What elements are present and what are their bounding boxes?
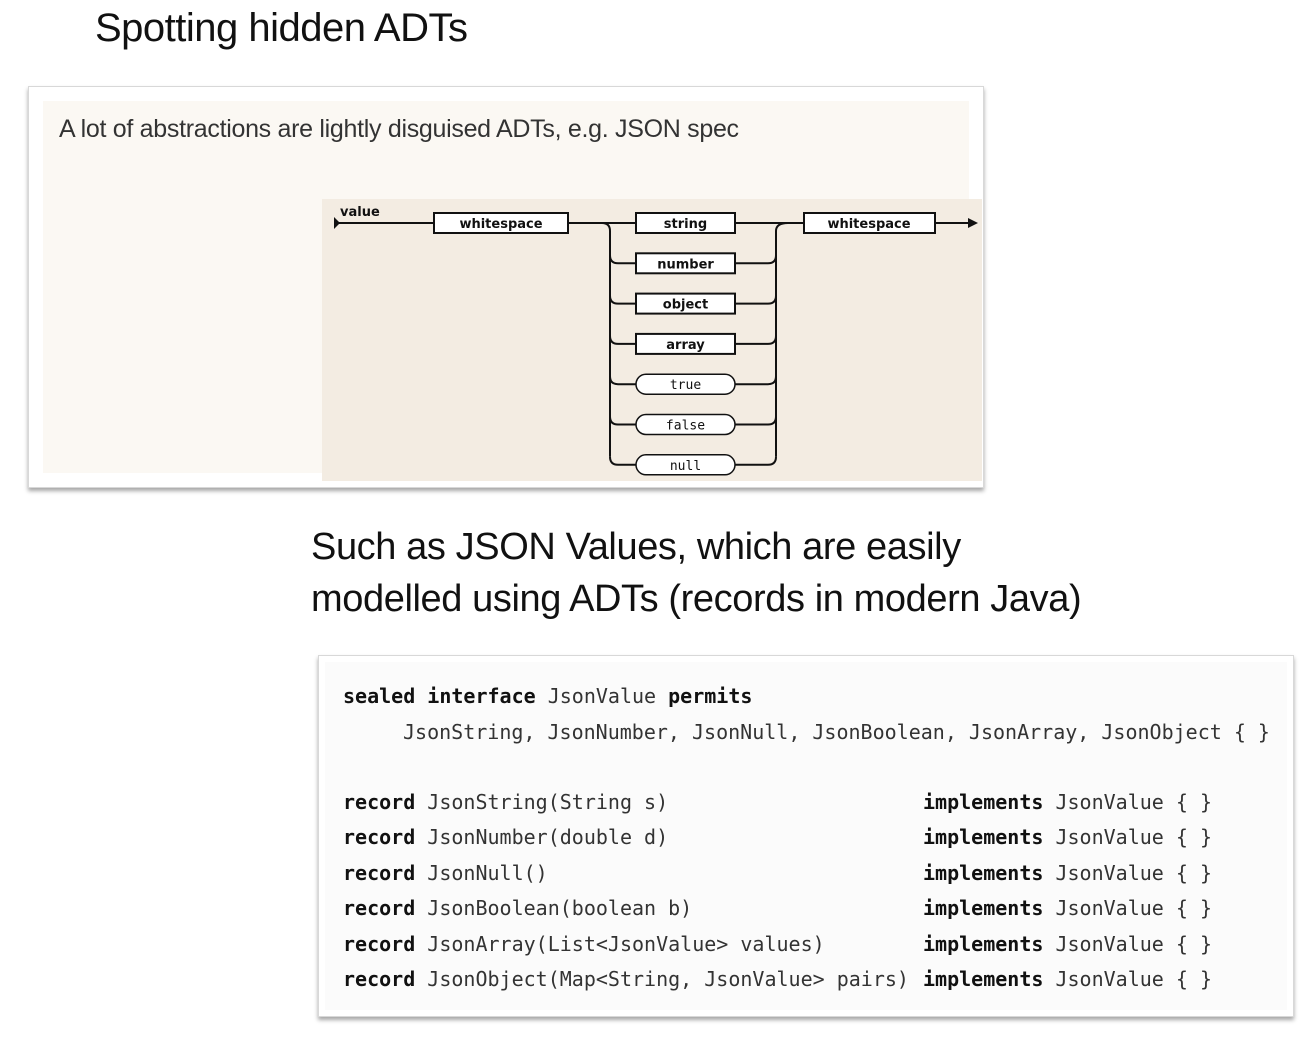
grammar-caption: A lot of abstractions are lightly disgui… <box>59 115 739 143</box>
code-line-interface: sealed interface JsonValue permits <box>343 684 752 708</box>
code-line-permits-list: JsonString, JsonNumber, JsonNull, JsonBo… <box>403 720 1270 744</box>
entry-label: value <box>340 205 380 220</box>
record-signature: JsonString(String s) <box>427 790 669 814</box>
branch-in-track <box>609 295 636 305</box>
keyword-record: record <box>343 967 416 991</box>
implements-target: JsonValue { } <box>1055 896 1213 921</box>
record-implements-clause: implements JsonValue { } <box>923 932 1212 956</box>
exit-arrow-icon <box>968 218 978 228</box>
code-line-record: record JsonArray(List<JsonValue> values) <box>343 932 825 956</box>
java-code-panel-inner: sealed interface JsonValue permits JsonS… <box>325 662 1287 1010</box>
code-line-record: record JsonNull() <box>343 861 548 885</box>
fork-rail <box>601 222 611 457</box>
implements-target: JsonValue { } <box>1055 790 1213 814</box>
leading-whitespace-label: whitespace <box>459 217 542 232</box>
branch-in-track <box>609 376 636 386</box>
record-signature: JsonNumber(double d) <box>427 825 669 850</box>
branch-in-track <box>609 416 636 426</box>
keyword-record: record <box>343 825 416 850</box>
keyword-implements: implements <box>923 825 1044 850</box>
record-implements-clause: implements JsonValue { } <box>923 967 1212 991</box>
branch-in-track <box>609 335 636 345</box>
rule-node-string <box>635 212 736 234</box>
slide-subtitle: Such as JSON Values, which are easily mo… <box>311 521 1082 625</box>
implements-target: JsonValue { } <box>1055 860 1213 885</box>
keyword-permits: permits <box>668 684 753 708</box>
keyword-record: record <box>343 931 416 956</box>
literal-node-true <box>635 373 736 395</box>
record-signature: JsonNull() <box>427 860 548 885</box>
branch-in-track <box>609 255 636 265</box>
code-line-record: record JsonBoolean(boolean b) <box>343 896 692 920</box>
keyword-implements: implements <box>923 896 1044 921</box>
alternative-label: array <box>666 338 705 353</box>
branch-out-track <box>735 335 777 345</box>
branch-out-track <box>735 255 777 265</box>
interface-name: JsonValue <box>547 684 657 708</box>
keyword-implements: implements <box>923 860 1044 885</box>
rule-node-object <box>635 292 736 315</box>
keyword-record: record <box>343 860 416 885</box>
alternative-label: string <box>664 217 707 232</box>
slide-title: Spotting hidden ADTs <box>95 6 468 50</box>
subtitle-line-2: modelled using ADTs (records in modern J… <box>311 578 1082 620</box>
record-signature: JsonBoolean(boolean b) <box>427 896 693 921</box>
branch-out-track <box>735 376 777 386</box>
json-grammar-panel: A lot of abstractions are lightly disgui… <box>28 86 984 488</box>
record-implements-clause: implements JsonValue { } <box>923 825 1212 849</box>
rule-node-number <box>635 252 736 275</box>
record-signature: JsonObject(Map<String, JsonValue> pairs) <box>427 967 909 991</box>
record-implements-clause: implements JsonValue { } <box>923 896 1212 920</box>
record-implements-clause: implements JsonValue { } <box>923 790 1212 814</box>
code-line-record: record JsonObject(Map<String, JsonValue>… <box>343 967 909 991</box>
railroad-diagram: value whitespace string number object array tr… <box>322 199 982 481</box>
branch-out-track <box>735 416 777 426</box>
implements-target: JsonValue { } <box>1055 825 1213 850</box>
keyword-record: record <box>343 896 416 921</box>
alternative-label: object <box>663 298 708 313</box>
alternative-label: true <box>670 378 701 393</box>
subtitle-line-1: Such as JSON Values, which are easily <box>311 526 961 568</box>
literal-node-false <box>635 413 736 436</box>
record-implements-clause: implements JsonValue { } <box>923 861 1212 885</box>
branch-out-track <box>735 295 777 305</box>
keyword-interface: interface <box>427 684 536 708</box>
code-line-record: record JsonString(String s) <box>343 790 668 814</box>
alternative-label: null <box>670 459 701 474</box>
join-rail <box>775 222 789 457</box>
branch-in-track <box>609 456 636 466</box>
json-grammar-panel-inner: A lot of abstractions are lightly disgui… <box>43 101 982 481</box>
keyword-implements: implements <box>923 790 1044 814</box>
code-line-record: record JsonNumber(double d) <box>343 825 668 849</box>
implements-target: JsonValue { } <box>1055 967 1213 991</box>
keyword-implements: implements <box>923 931 1044 956</box>
alternative-label: false <box>666 419 705 434</box>
implements-target: JsonValue { } <box>1055 931 1213 956</box>
java-code-panel: sealed interface JsonValue permits JsonS… <box>318 655 1294 1017</box>
keyword-record: record <box>343 790 416 814</box>
record-signature: JsonArray(List<JsonValue> values) <box>427 931 825 956</box>
railroad-diagram-svg: value whitespace string number object array tr… <box>334 205 978 476</box>
keyword-sealed: sealed <box>343 684 416 708</box>
alternative-label: number <box>657 257 714 272</box>
literal-node-null <box>635 454 736 476</box>
keyword-implements: implements <box>923 967 1044 991</box>
trailing-whitespace-label: whitespace <box>827 217 910 232</box>
branch-out-track <box>735 456 777 466</box>
rule-node-array <box>635 332 736 355</box>
